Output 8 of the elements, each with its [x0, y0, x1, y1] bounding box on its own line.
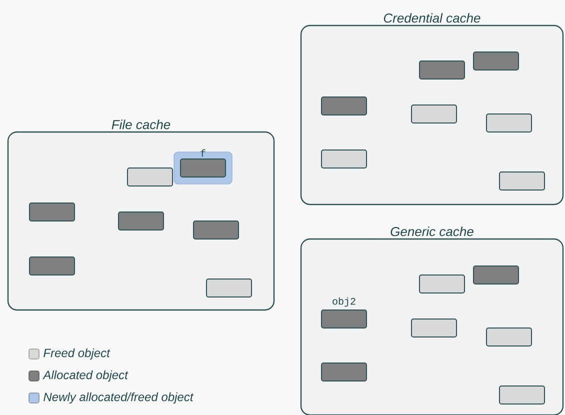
node-label: Credential cache — [384, 13, 480, 23]
object-label: f — [200, 149, 206, 157]
node-label: File cache — [112, 120, 170, 130]
legend-text: Freed object — [44, 348, 110, 360]
legend-text: Allocated object — [42, 370, 128, 382]
node-label: Generic cache — [390, 226, 474, 236]
legend-text: Newly allocated/freed object — [44, 392, 194, 404]
object-label: obj2 — [332, 297, 356, 307]
